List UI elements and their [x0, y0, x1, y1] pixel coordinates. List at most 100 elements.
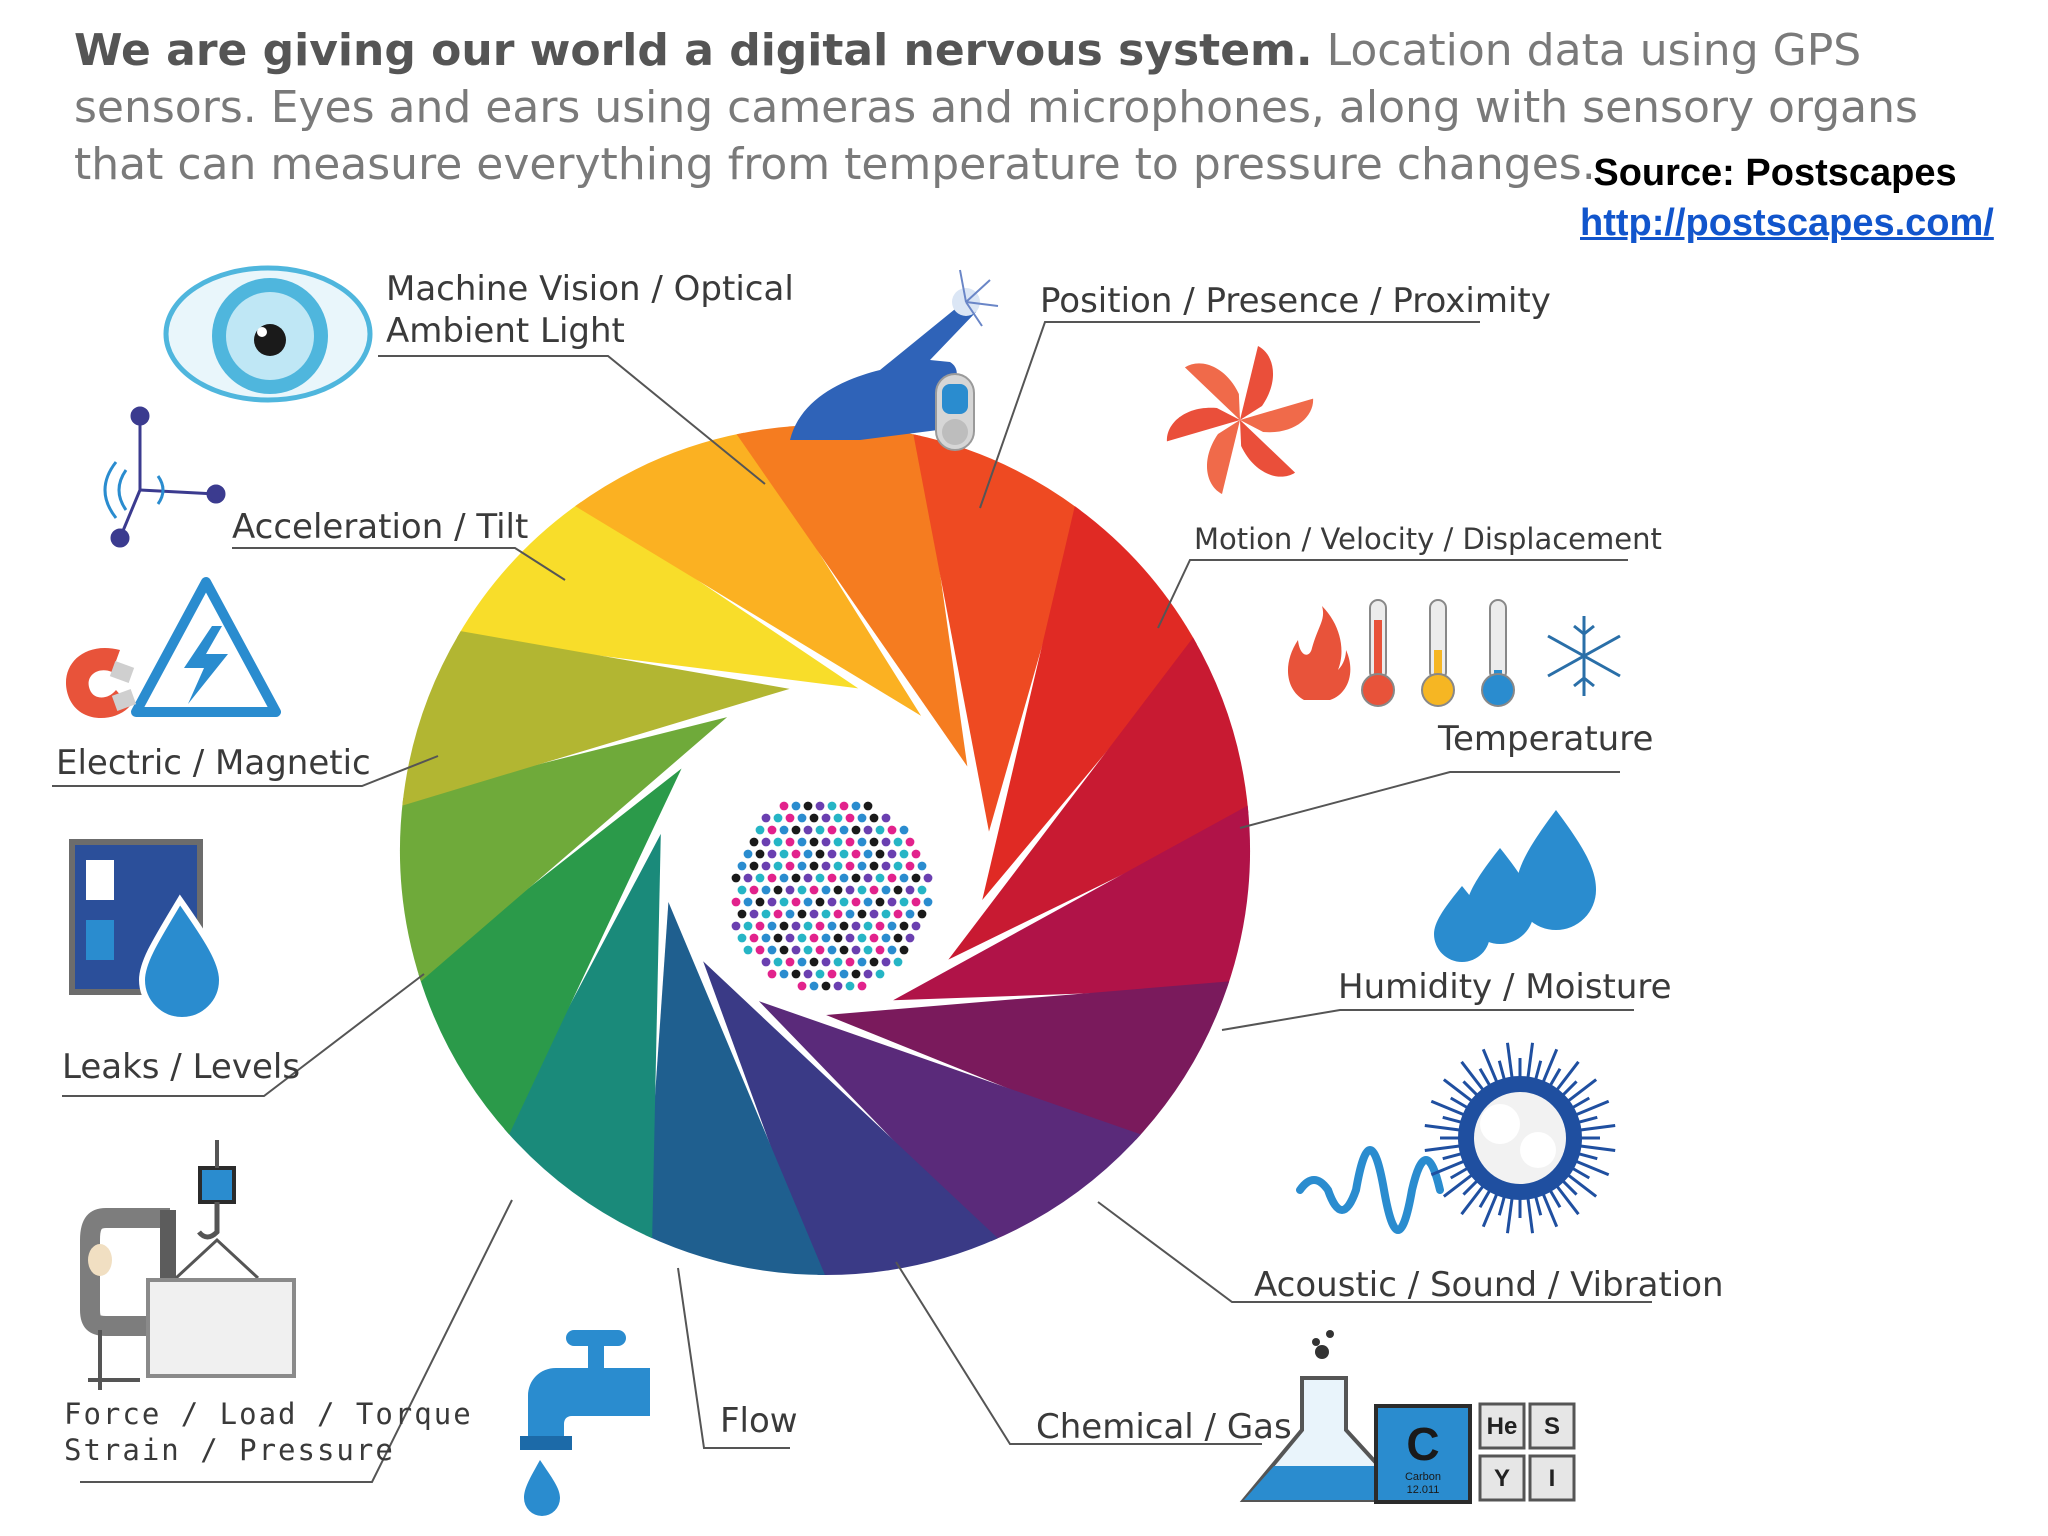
sphere-dot: [743, 945, 753, 955]
thermometer-warm-icon: [1421, 599, 1455, 707]
sphere-dot: [791, 849, 801, 859]
acoustic-icon: [1296, 1042, 1616, 1234]
sphere-dot: [911, 921, 921, 931]
sphere-dot: [857, 813, 867, 823]
color-wheel: [400, 425, 1250, 1275]
label-acoustic: Acoustic / Sound / Vibration: [1254, 1265, 1724, 1305]
sphere-dot: [779, 873, 789, 883]
burst-spike: [1541, 1192, 1559, 1228]
sphere-dot: [785, 933, 795, 943]
sphere-dot: [887, 849, 897, 859]
wheel-segment: [736, 425, 968, 767]
sphere-dot: [785, 885, 795, 895]
sphere-dot: [803, 921, 813, 931]
element-tile-yttrium: [1478, 1454, 1526, 1502]
burst-spike: [1460, 1184, 1485, 1216]
sphere-dot: [863, 849, 873, 859]
burst-spike: [1462, 1179, 1479, 1196]
sphere-dot: [875, 873, 885, 883]
sphere-dot: [887, 897, 897, 907]
burst-spike: [1548, 1189, 1562, 1209]
burst-spike: [1497, 1060, 1506, 1081]
sphere-dot: [797, 885, 807, 895]
sphere-dot: [905, 837, 915, 847]
headline: We are giving our world a digital nervou…: [74, 22, 2004, 193]
sphere-dot: [851, 969, 861, 979]
sphere-dot: [767, 897, 777, 907]
sphere-dot: [821, 933, 831, 943]
sphere-dot: [779, 897, 789, 907]
wheel-segment: [826, 981, 1230, 1140]
burst-spike: [1555, 1060, 1580, 1092]
burst-spike: [1574, 1159, 1610, 1177]
sphere-dot: [827, 945, 837, 955]
sphere-dot: [737, 885, 747, 895]
sulfur-symbol: S: [1544, 1413, 1560, 1440]
sphere-dot: [845, 861, 855, 871]
sphere-dot: [917, 885, 927, 895]
sphere-dot: [881, 837, 891, 847]
wheel-segment: [982, 506, 1197, 900]
sphere-dot: [845, 837, 855, 847]
sphere-dot: [827, 801, 837, 811]
label-flow: Flow: [720, 1401, 798, 1441]
sphere-dot: [809, 885, 819, 895]
sphere-dot: [755, 945, 765, 955]
sphere-dot: [869, 957, 879, 967]
sphere-dot: [827, 897, 837, 907]
sphere-dot: [893, 909, 903, 919]
sphere-dot: [857, 837, 867, 847]
sphere-dot: [749, 885, 759, 895]
sphere-dot: [833, 885, 843, 895]
sphere-dot: [845, 957, 855, 967]
sphere-dot: [809, 909, 819, 919]
sphere-dot: [755, 897, 765, 907]
sphere-dot: [869, 933, 879, 943]
wheel-segment: [575, 432, 922, 716]
sphere-dot: [797, 933, 807, 943]
pinwheel-icon: [1166, 346, 1314, 494]
sphere-dot: [887, 825, 897, 835]
pinwheel-blade: [1240, 398, 1314, 433]
sphere-dot: [833, 813, 843, 823]
burst-spike: [1481, 1192, 1499, 1228]
sphere-dot: [845, 885, 855, 895]
sphere-dot: [767, 873, 777, 883]
sphere-dot: [899, 897, 909, 907]
sphere-dot: [899, 945, 909, 955]
sphere-dot: [743, 921, 753, 931]
sphere-dot: [767, 945, 777, 955]
sphere-dot: [791, 945, 801, 955]
source-label: Source: Postscapes: [1593, 152, 1957, 194]
sphere-dot: [881, 861, 891, 871]
sphere-dot: [737, 861, 747, 871]
sphere-dot: [905, 885, 915, 895]
sphere-dot: [767, 921, 777, 931]
source-link[interactable]: http://postscapes.com/: [1580, 202, 1994, 244]
sphere-dot: [851, 897, 861, 907]
sphere-dot: [779, 969, 789, 979]
sphere-dot: [851, 849, 861, 859]
sphere-dot: [761, 861, 771, 871]
carbon-symbol: C: [1406, 1418, 1439, 1470]
label-humidity: Humidity / Moisture: [1338, 967, 1672, 1007]
burst-spike: [1534, 1195, 1543, 1216]
burst-spike: [1566, 1078, 1598, 1103]
wheel-segment: [418, 768, 682, 1135]
burst-spike: [1442, 1115, 1463, 1124]
sphere-dot: [851, 945, 861, 955]
sphere-dot: [887, 921, 897, 931]
sphere-dot: [773, 957, 783, 967]
flame-icon: [1287, 606, 1351, 700]
wheel-segment: [456, 501, 859, 689]
burst-spike: [1505, 1042, 1514, 1079]
sphere-dot: [779, 825, 789, 835]
sphere-dot: [851, 873, 861, 883]
sphere-dot: [839, 897, 849, 907]
sphere-dot: [779, 849, 789, 859]
pinwheel-blade: [1206, 420, 1240, 494]
sphere-dot: [785, 837, 795, 847]
wheel-segment: [948, 637, 1249, 960]
label-chemical: Chemical / Gas: [1036, 1407, 1292, 1447]
